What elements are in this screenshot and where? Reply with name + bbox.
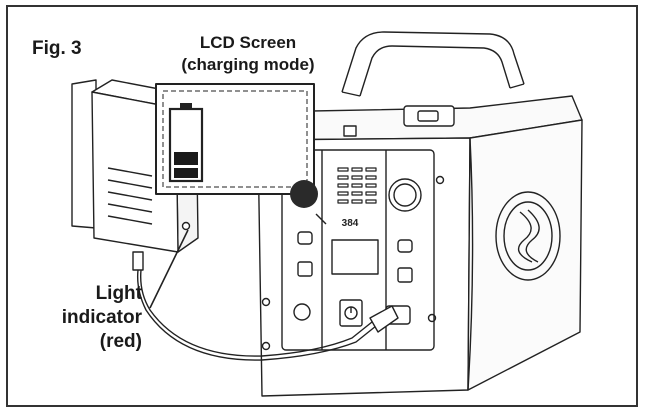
light-label-line1: Light [95,283,142,304]
lcd-leader-line [315,213,327,225]
light-indicator-dot [181,221,191,231]
front-panel [261,149,445,351]
side-logo [495,191,561,281]
light-leader-line [149,229,189,309]
light-indicator-label: Light indicator (red) [22,282,142,354]
figure-label: Fig. 3 [32,38,82,59]
lcd-callout-line2: (charging mode) [181,55,315,74]
vent-grill [337,167,377,204]
battery-icon [168,103,204,183]
left-knob [290,180,318,208]
panel-badge: 384 [342,218,359,229]
lcd-callout-line1: LCD Screen [199,33,297,52]
carry-handle [341,31,525,97]
light-label-line2: indicator [61,307,142,328]
lcd-callout-title: LCD Screen (charging mode) [150,32,346,76]
charging-cable [136,269,399,361]
light-label-line3: (red) [99,331,142,352]
